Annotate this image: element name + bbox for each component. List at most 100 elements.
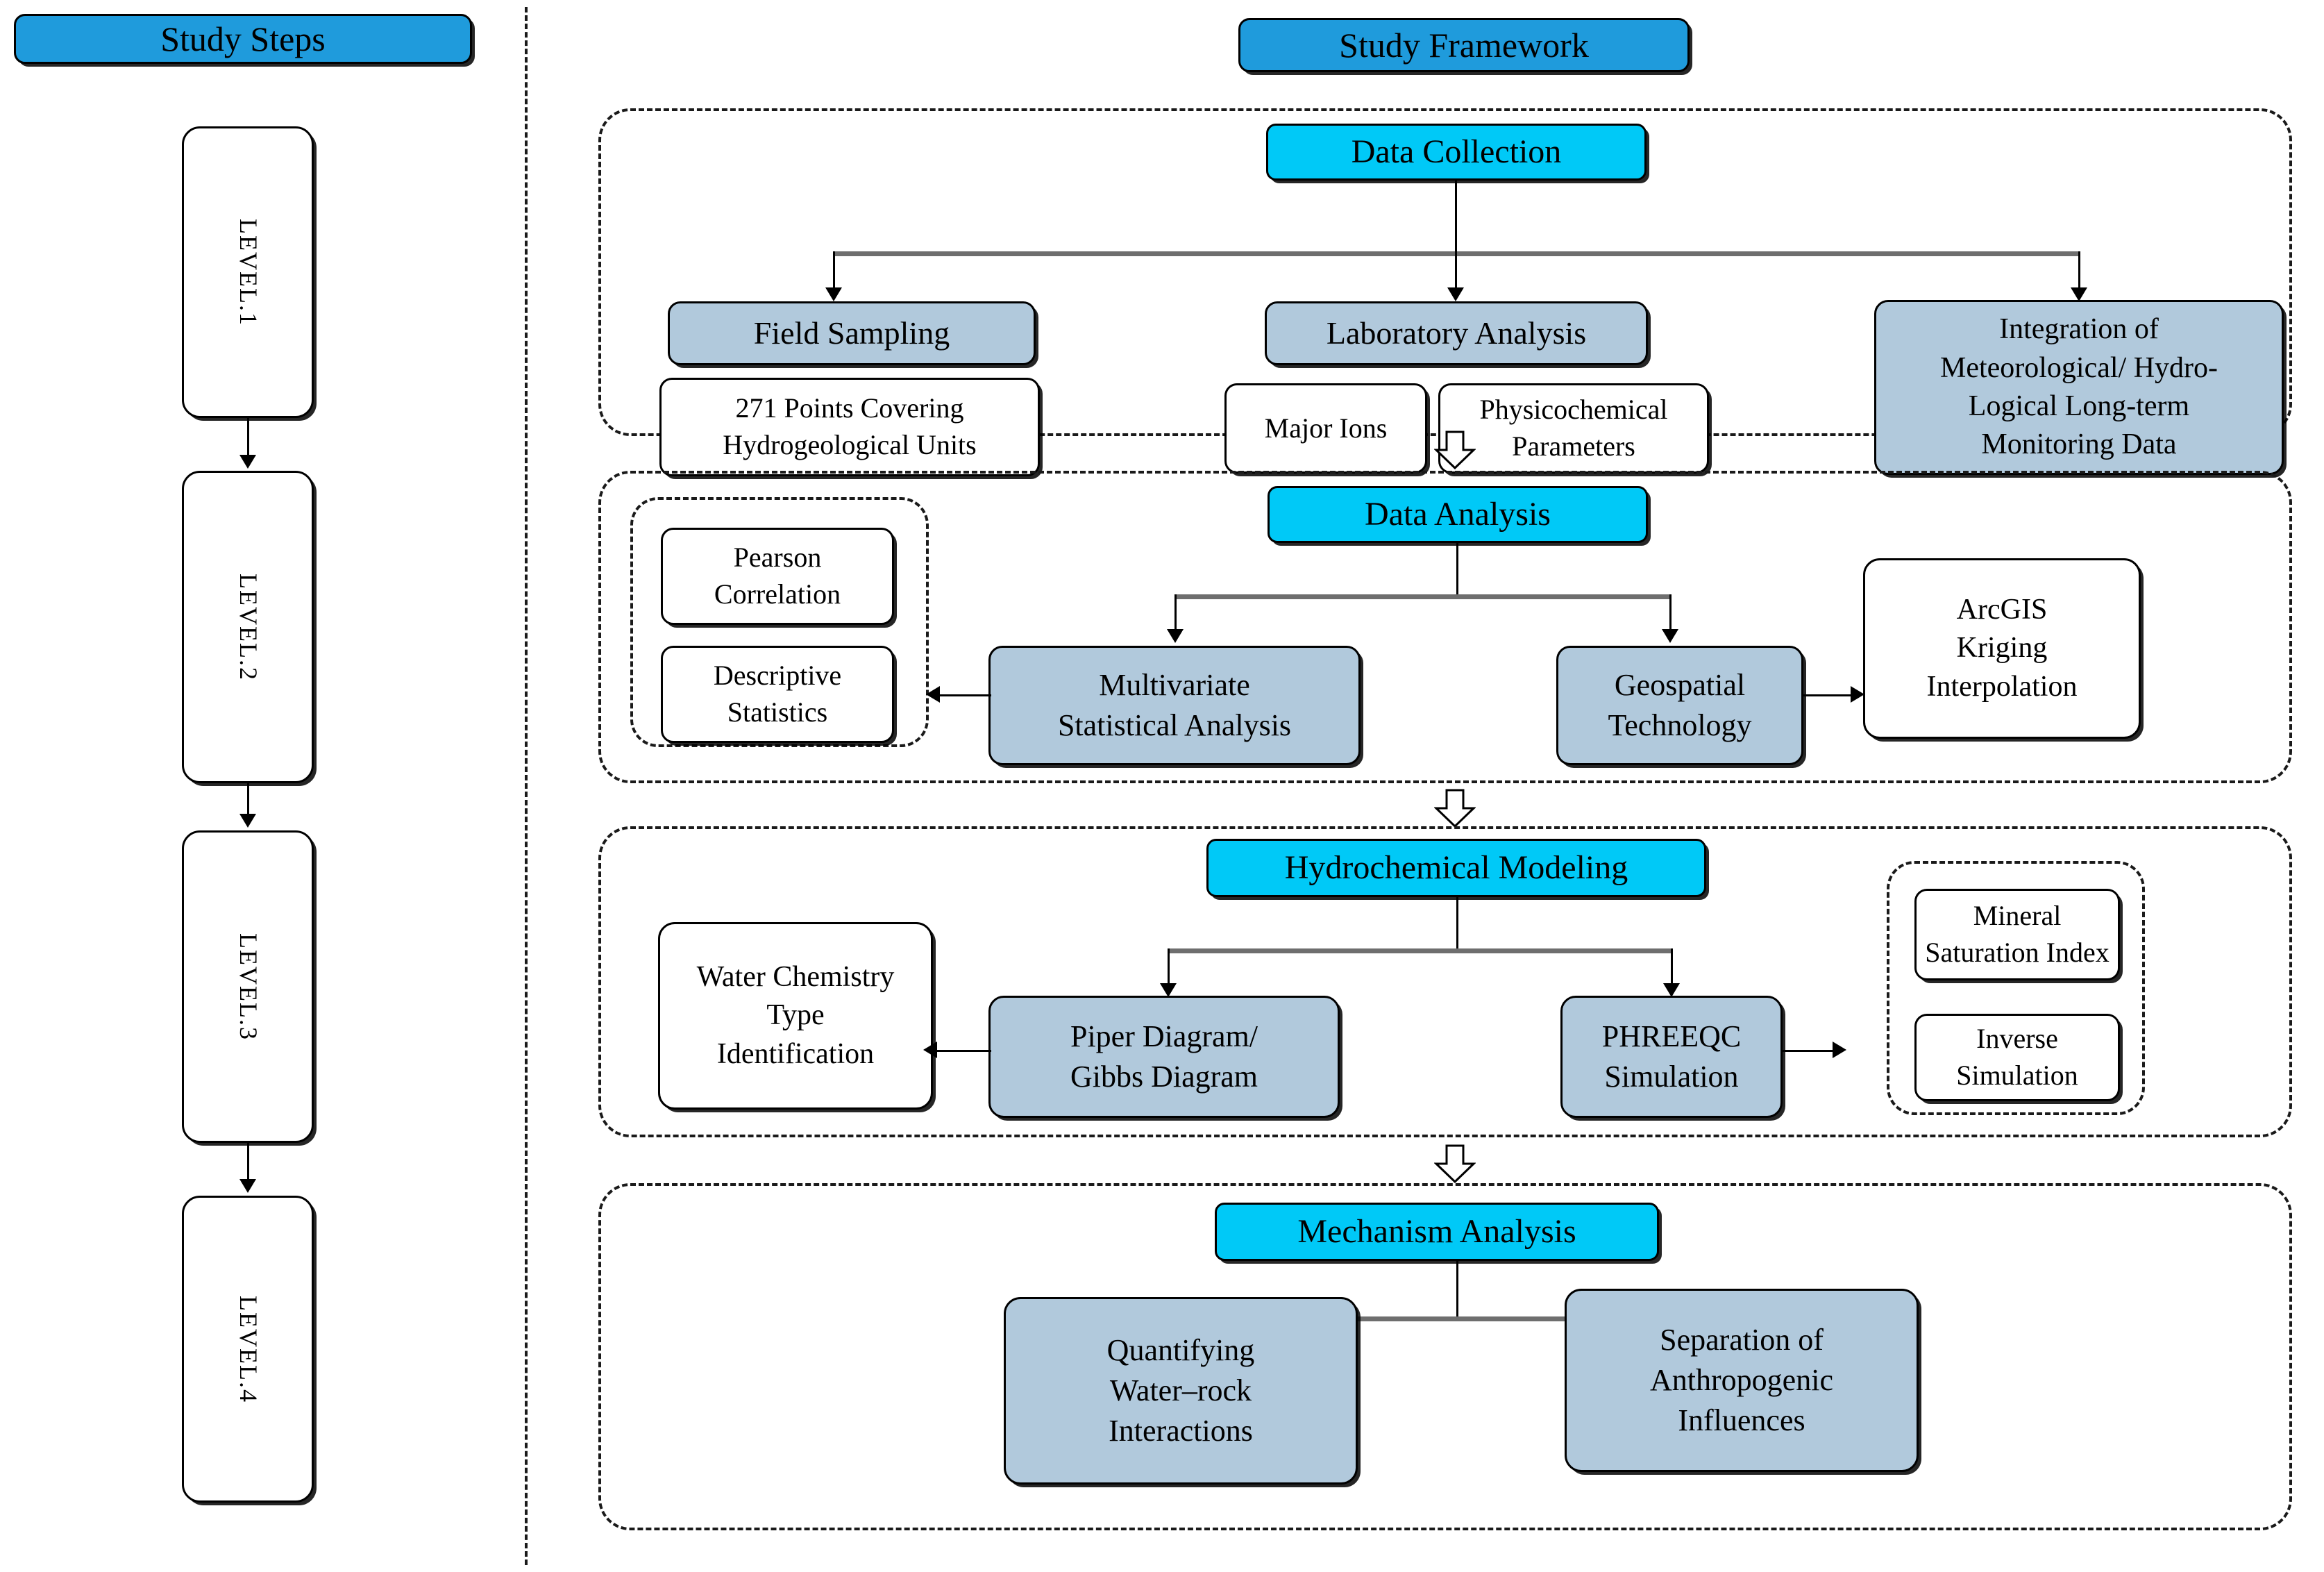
level-box-2: LEVEL.2 xyxy=(182,471,314,783)
node-separation-anthropogenic-influences: Separation of Anthropogenic Influences xyxy=(1565,1289,1919,1472)
node-mineral-saturation-index-label: Mineral Saturation Index xyxy=(1925,900,2110,968)
level-arrow-1 xyxy=(239,455,256,469)
node-multivariate-statistical-analysis-label: Multivariate Statistical Analysis xyxy=(1057,667,1292,742)
dc-branch-left xyxy=(833,251,835,294)
stage-header-hydrochemical-modeling: Hydrochemical Modeling xyxy=(1206,839,1706,897)
dc-arrow-left xyxy=(825,287,842,301)
node-piper-gibbs-diagram: Piper Diagram/ Gibbs Diagram xyxy=(988,996,1340,1118)
node-arcgis-kriging-interpolation-label: ArcGIS Kriging Interpolation xyxy=(1926,593,2078,703)
node-field-sampling-detail-label: 271 Points Covering Hydrogeological Unit… xyxy=(723,392,977,460)
stage-header-hydrochemical-modeling-label: Hydrochemical Modeling xyxy=(1284,849,1628,887)
stage-header-data-analysis: Data Analysis xyxy=(1268,486,1648,543)
dc-arrow-mid xyxy=(1447,287,1464,301)
stage-transition-arrow-1 xyxy=(1434,430,1476,469)
level-3-label: LEVEL.3 xyxy=(234,933,262,1041)
node-descriptive-statistics: Descriptive Statistics xyxy=(661,646,894,743)
level-connector-2 xyxy=(247,783,249,819)
level-4-label: LEVEL.4 xyxy=(234,1295,262,1403)
node-quantifying-water-rock-interactions: Quantifying Water–rock Interactions xyxy=(1004,1297,1358,1485)
study-framework-title-label: Study Framework xyxy=(1339,26,1589,65)
stage-group-mechanism-analysis xyxy=(598,1183,2292,1530)
level-arrow-2 xyxy=(239,814,256,828)
node-water-chemistry-type-identification: Water Chemistry Type Identification xyxy=(658,922,933,1110)
study-framework-title: Study Framework xyxy=(1238,18,1690,72)
node-phreeqc-simulation-label: PHREEQC Simulation xyxy=(1601,1019,1742,1094)
node-major-ions-label: Major Ions xyxy=(1264,412,1388,444)
stage-header-data-collection: Data Collection xyxy=(1266,124,1647,181)
node-separation-anthropogenic-influences-label: Separation of Anthropogenic Influences xyxy=(1650,1322,1833,1438)
da-branch-left xyxy=(1174,594,1177,635)
da-branch-right xyxy=(1669,594,1672,635)
level-arrow-3 xyxy=(239,1179,256,1193)
node-geospatial-technology: Geospatial Technology xyxy=(1556,646,1803,765)
node-mineral-saturation-index: Mineral Saturation Index xyxy=(1914,889,2120,980)
node-descriptive-statistics-label: Descriptive Statistics xyxy=(713,660,842,728)
level-1-label: LEVEL.1 xyxy=(234,218,262,326)
node-field-sampling-label: Field Sampling xyxy=(753,315,950,351)
stage-header-data-analysis-label: Data Analysis xyxy=(1365,496,1551,533)
da-right-arrowhead xyxy=(1851,686,1864,703)
hm-branch-right xyxy=(1671,948,1673,989)
level-2-label: LEVEL.2 xyxy=(234,573,262,681)
da-left-arrowhead xyxy=(926,686,940,703)
hm-trunk-hline xyxy=(1168,948,1673,953)
node-integration-monitoring-data-label: Integration of Meteorological/ Hydro- Lo… xyxy=(1939,313,2218,461)
node-inverse-simulation-label: Inverse Simulation xyxy=(1956,1023,2078,1091)
node-laboratory-analysis: Laboratory Analysis xyxy=(1265,301,1648,365)
dc-trunk-vline xyxy=(1455,181,1457,256)
hm-left-arrowhead xyxy=(923,1042,937,1058)
da-arrow-right xyxy=(1662,629,1678,643)
node-field-sampling-detail: 271 Points Covering Hydrogeological Unit… xyxy=(659,378,1040,476)
ma-trunk-hline xyxy=(1174,1316,1745,1321)
subgroup-phreeqc-outputs xyxy=(1887,861,2145,1115)
dc-arrow-right xyxy=(2071,287,2087,301)
node-major-ions: Major Ions xyxy=(1224,383,1427,474)
subgroup-statistics xyxy=(630,497,929,747)
node-pearson-correlation: Pearson Correlation xyxy=(661,528,894,625)
level-connector-3 xyxy=(247,1143,249,1185)
ma-trunk-vline xyxy=(1456,1261,1458,1321)
stage-group-hydrochemical-modeling xyxy=(598,826,2292,1137)
node-piper-gibbs-diagram-label: Piper Diagram/ Gibbs Diagram xyxy=(1070,1019,1258,1094)
node-physicochemical-parameters: Physicochemical Parameters xyxy=(1438,383,1709,474)
node-field-sampling: Field Sampling xyxy=(668,301,1036,365)
node-physicochemical-parameters-label: Physicochemical Parameters xyxy=(1479,394,1668,462)
hm-right-link xyxy=(1783,1050,1838,1052)
node-arcgis-kriging-interpolation: ArcGIS Kriging Interpolation xyxy=(1863,558,2141,739)
study-steps-title-label: Study Steps xyxy=(160,19,326,58)
da-trunk-hline xyxy=(1174,594,1672,599)
dc-branch-mid xyxy=(1455,251,1457,294)
stage-header-data-collection-label: Data Collection xyxy=(1351,133,1562,171)
study-steps-title: Study Steps xyxy=(14,14,472,64)
node-water-chemistry-type-identification-label: Water Chemistry Type Identification xyxy=(696,960,895,1070)
stage-header-mechanism-analysis-label: Mechanism Analysis xyxy=(1297,1213,1576,1251)
hm-arrow-left xyxy=(1160,983,1177,997)
hm-right-arrowhead xyxy=(1833,1042,1846,1058)
hm-arrow-right xyxy=(1663,983,1680,997)
stage-transition-arrow-3 xyxy=(1434,1144,1476,1183)
panel-divider xyxy=(525,7,528,1565)
node-integration-monitoring-data: Integration of Meteorological/ Hydro- Lo… xyxy=(1874,300,2284,475)
node-multivariate-statistical-analysis: Multivariate Statistical Analysis xyxy=(988,646,1361,765)
level-box-4: LEVEL.4 xyxy=(182,1196,314,1503)
level-connector-1 xyxy=(247,418,249,461)
hm-branch-left xyxy=(1168,948,1170,989)
node-quantifying-water-rock-interactions-label: Quantifying Water–rock Interactions xyxy=(1106,1332,1255,1448)
da-right-link xyxy=(1803,694,1856,696)
node-phreeqc-simulation: PHREEQC Simulation xyxy=(1560,996,1783,1118)
node-inverse-simulation: Inverse Simulation xyxy=(1914,1014,2120,1101)
hm-trunk-vline xyxy=(1456,897,1458,953)
stage-group-data-analysis xyxy=(598,471,2292,783)
level-box-1: LEVEL.1 xyxy=(182,126,314,418)
da-arrow-left xyxy=(1167,629,1184,643)
node-pearson-correlation-label: Pearson Correlation xyxy=(714,542,841,610)
stage-header-mechanism-analysis: Mechanism Analysis xyxy=(1215,1203,1659,1261)
level-box-3: LEVEL.3 xyxy=(182,830,314,1143)
stage-transition-arrow-2 xyxy=(1434,789,1476,828)
da-trunk-vline xyxy=(1456,543,1458,599)
hm-left-link xyxy=(936,1050,991,1052)
node-geospatial-technology-label: Geospatial Technology xyxy=(1608,667,1752,742)
dc-branch-right xyxy=(2078,251,2080,294)
node-laboratory-analysis-label: Laboratory Analysis xyxy=(1326,315,1587,351)
da-left-link xyxy=(938,694,991,696)
